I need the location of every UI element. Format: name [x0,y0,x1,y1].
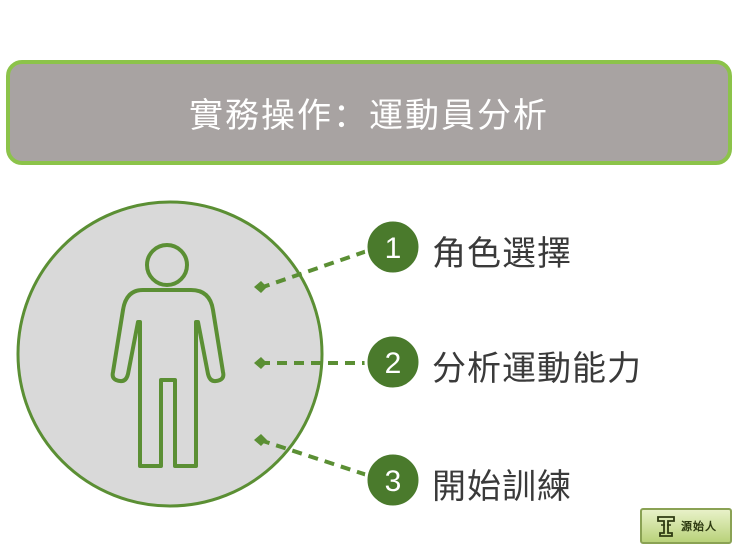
logo-text: 源始人 [681,520,717,533]
connector-line-1 [259,248,371,290]
athlete-circle [16,200,324,508]
connector-line-3 [259,438,371,478]
brand-logo: 源始人 [640,508,732,544]
connector-dot-1 [254,281,267,293]
number-badge-3: 3 [364,451,422,509]
person-icon [110,243,226,468]
item-label-analyze-ability: 分析運動能力 [432,349,642,389]
page-title: 實務操作：運動員分析 [189,96,549,136]
connector-dot-2 [254,357,267,369]
number-badge-1: 1 [364,218,422,276]
connector-dot-3 [254,434,267,446]
item-label-start-training: 開始訓練 [432,467,572,507]
svg-text:2: 2 [385,347,402,380]
logo-mark-icon [657,516,675,537]
title-banner: 實務操作：運動員分析 [6,60,732,165]
number-badge-2: 2 [364,333,422,391]
svg-text:3: 3 [385,465,402,498]
svg-text:1: 1 [385,232,402,265]
item-label-role-selection: 角色選擇 [432,234,572,274]
